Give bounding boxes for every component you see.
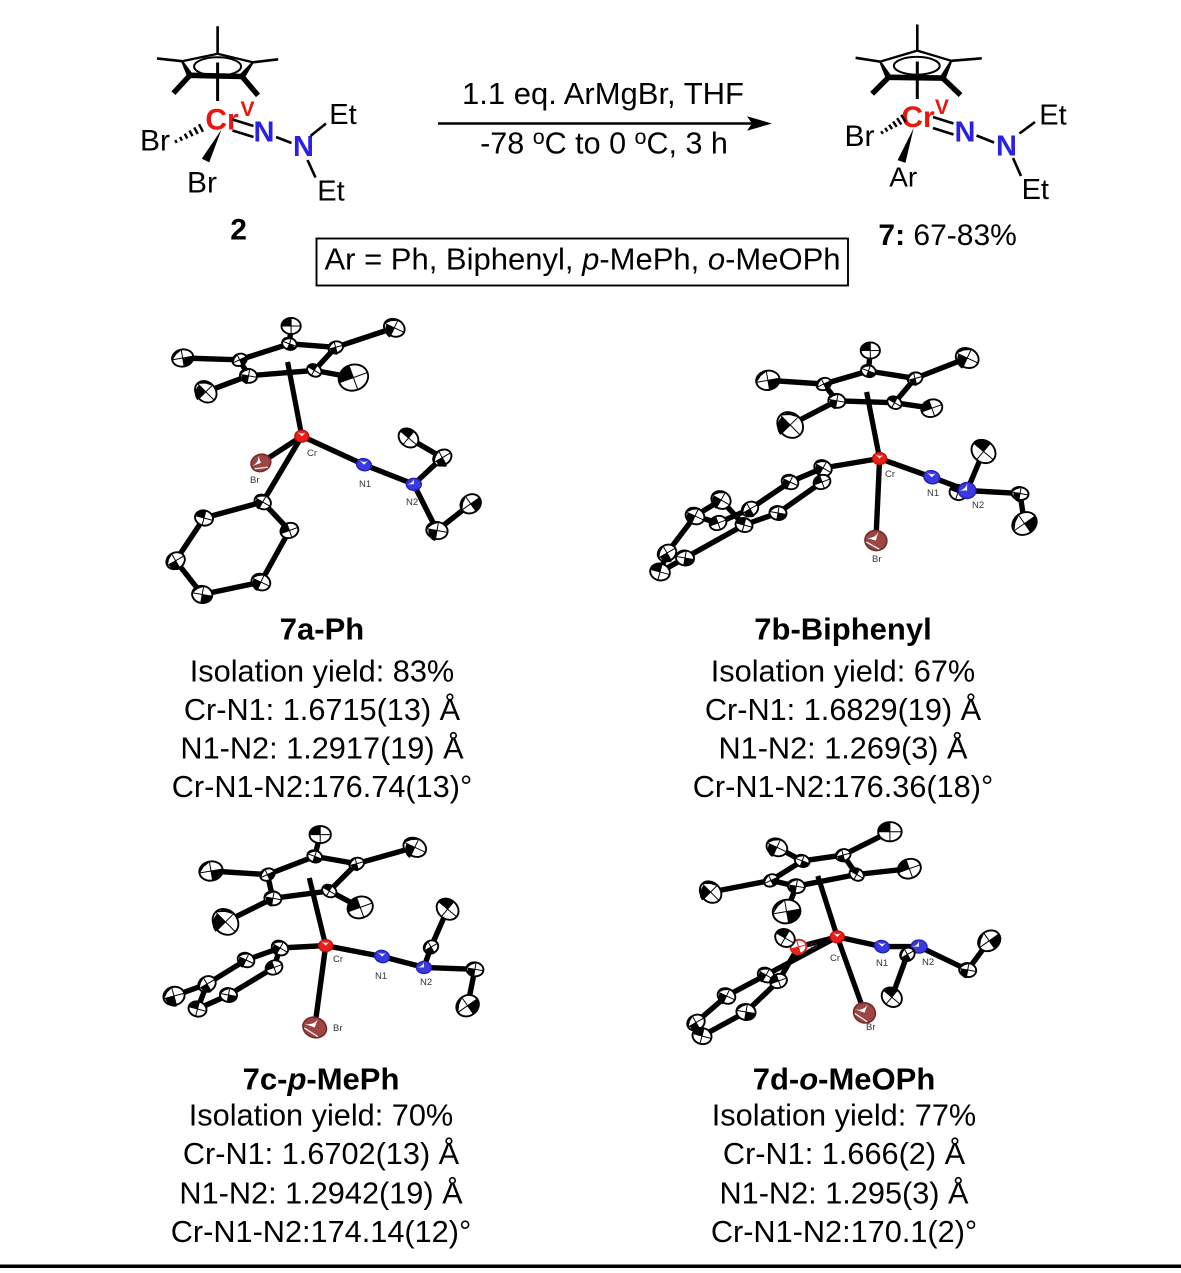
svg-text:Isolation yield: 67%: Isolation yield: 67%: [711, 653, 975, 688]
svg-text:Cr-N1: 1.6715(13) Å: Cr-N1: 1.6715(13) Å: [184, 692, 461, 727]
svg-text:Cr: Cr: [830, 953, 840, 964]
svg-text:N1: N1: [927, 488, 939, 499]
svg-text:N2: N2: [420, 977, 432, 988]
svg-text:Cr-N1-N2:176.74(13)°: Cr-N1-N2:176.74(13)°: [172, 769, 473, 804]
svg-text:7d-o-MeOPh: 7d-o-MeOPh: [753, 1061, 936, 1096]
svg-text:V: V: [240, 98, 254, 121]
svg-text:O: O: [810, 941, 817, 952]
svg-text:Cr: Cr: [333, 954, 343, 965]
svg-text:N1: N1: [876, 958, 888, 969]
svg-text:Cr-N1: 1.6829(19) Å: Cr-N1: 1.6829(19) Å: [705, 692, 982, 727]
svg-text:Et: Et: [329, 99, 356, 131]
svg-text:1.1 eq. ArMgBr, THF: 1.1 eq. ArMgBr, THF: [462, 76, 744, 111]
svg-text:Br: Br: [250, 475, 260, 486]
svg-text:Br: Br: [866, 1022, 876, 1033]
svg-text:Cr: Cr: [901, 101, 935, 134]
svg-text:N: N: [996, 131, 1017, 163]
svg-text:Cr-N1: 1.666(2) Å: Cr-N1: 1.666(2) Å: [723, 1136, 966, 1171]
svg-text:N: N: [293, 131, 314, 163]
svg-text:N1-N2: 1.295(3) Å: N1-N2: 1.295(3) Å: [719, 1176, 969, 1211]
svg-text:Br: Br: [140, 125, 170, 158]
svg-text:Isolation yield: 83%: Isolation yield: 83%: [190, 653, 454, 688]
svg-text:V: V: [935, 96, 949, 119]
svg-text:Cr: Cr: [307, 448, 317, 459]
svg-text:N1: N1: [359, 479, 371, 490]
svg-text:N2: N2: [972, 500, 984, 511]
svg-text:Et: Et: [317, 176, 344, 208]
svg-text:7a-Ph: 7a-Ph: [280, 611, 364, 646]
svg-text:7b-Biphenyl: 7b-Biphenyl: [754, 611, 931, 646]
svg-text:N1-N2: 1.2942(19) Å: N1-N2: 1.2942(19) Å: [179, 1176, 463, 1211]
svg-text:N1-N2: 1.269(3) Å: N1-N2: 1.269(3) Å: [718, 731, 968, 766]
svg-text:N2: N2: [406, 497, 418, 508]
svg-text:Ar: Ar: [889, 162, 917, 193]
svg-text:N1-N2: 1.2917(19) Å: N1-N2: 1.2917(19) Å: [180, 731, 464, 766]
svg-text:Et: Et: [1039, 99, 1066, 131]
svg-text:Br: Br: [845, 120, 875, 153]
svg-text:Cr: Cr: [885, 469, 895, 480]
svg-text:N2: N2: [922, 957, 934, 968]
svg-text:7c-p-MePh: 7c-p-MePh: [243, 1061, 400, 1096]
svg-text:-78 oC to 0 oC, 3 h: -78 oC to 0 oC, 3 h: [480, 125, 728, 161]
svg-text:Ar = Ph, Biphenyl, p-MePh, o-M: Ar = Ph, Biphenyl, p-MePh, o-MeOPh: [324, 242, 840, 277]
svg-text:Br: Br: [872, 554, 882, 565]
svg-text:7: 67-83%: 7: 67-83%: [878, 219, 1016, 252]
svg-text:N1: N1: [375, 971, 387, 982]
svg-text:Et: Et: [1022, 174, 1049, 206]
svg-text:Cr-N1-N2:176.36(18)°: Cr-N1-N2:176.36(18)°: [693, 769, 994, 804]
svg-text:Isolation yield: 70%: Isolation yield: 70%: [189, 1098, 453, 1133]
svg-text:Br: Br: [333, 1023, 343, 1034]
svg-text:2: 2: [230, 214, 247, 247]
svg-text:Br: Br: [187, 167, 217, 200]
svg-text:Isolation yield: 77%: Isolation yield: 77%: [712, 1098, 976, 1133]
svg-text:Cr-N1-N2:174.14(12)°: Cr-N1-N2:174.14(12)°: [171, 1214, 472, 1249]
svg-text:Cr-N1-N2:170.1(2)°: Cr-N1-N2:170.1(2)°: [711, 1214, 977, 1249]
svg-text:Cr-N1: 1.6702(13) Å: Cr-N1: 1.6702(13) Å: [183, 1136, 460, 1171]
svg-text:N: N: [254, 116, 275, 148]
svg-text:N: N: [955, 117, 976, 149]
